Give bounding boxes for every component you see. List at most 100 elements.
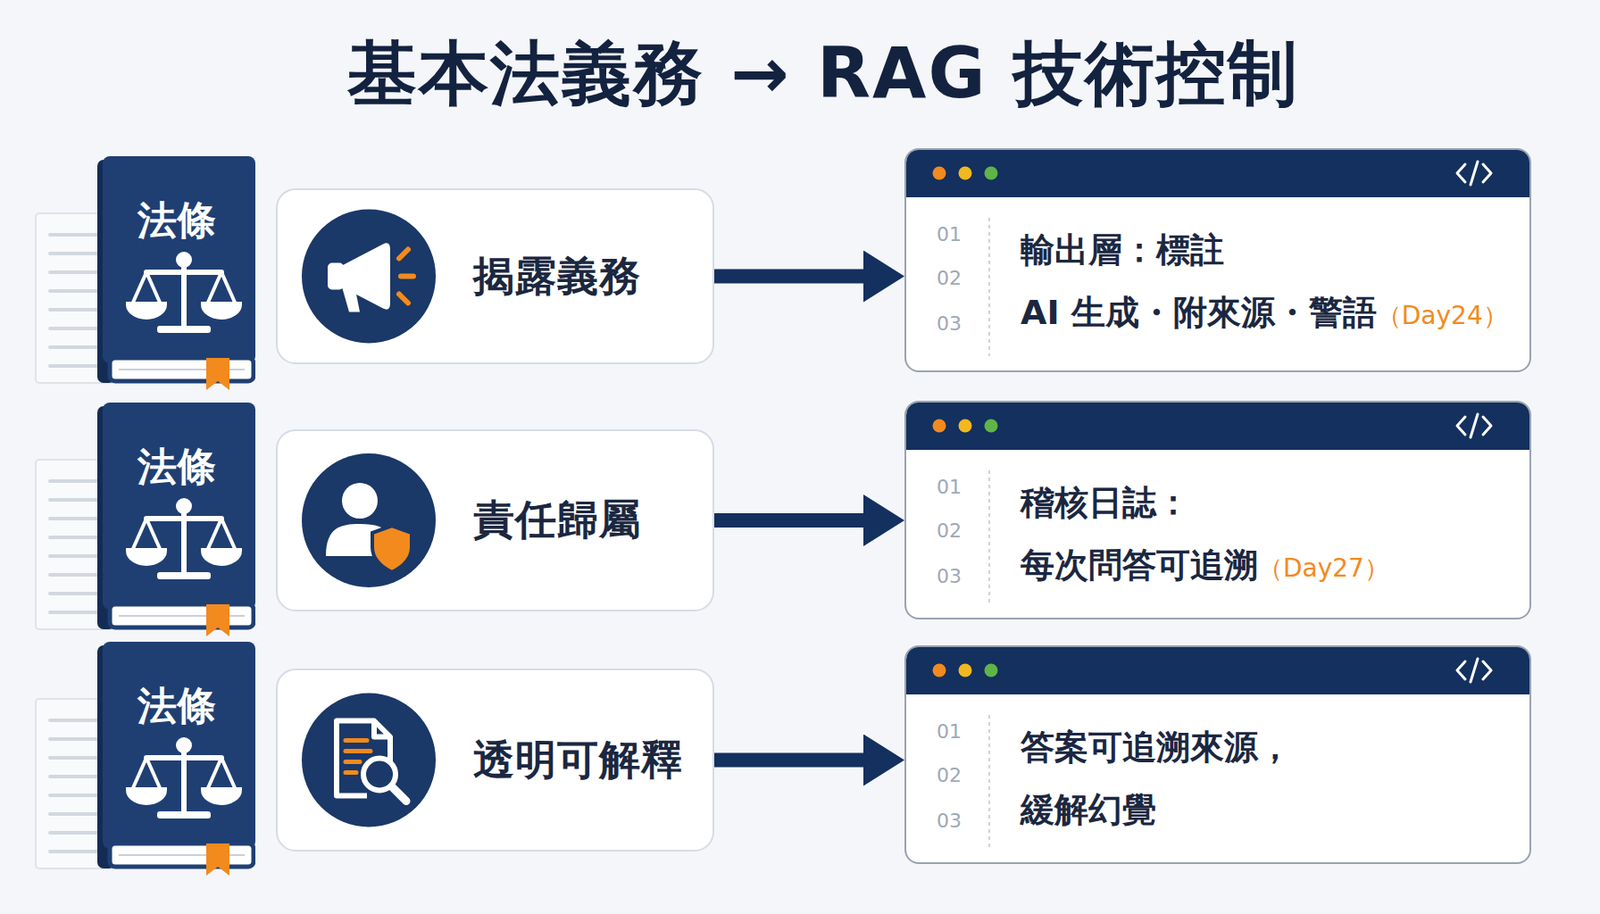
bookmark xyxy=(206,843,230,876)
line-number: 03 xyxy=(929,564,969,590)
icon-circle xyxy=(301,209,436,344)
megaphone-cap xyxy=(327,263,344,291)
day-reference: （Day27） xyxy=(1258,553,1390,584)
book-cover xyxy=(102,402,256,610)
mapping-arrow xyxy=(714,753,878,768)
code-symbol xyxy=(1457,658,1492,683)
icon-group xyxy=(301,209,436,344)
scales-pan xyxy=(203,550,240,564)
control-text: 答案可追溯來源， 緩解幻覺 xyxy=(1020,716,1307,842)
window-header xyxy=(906,402,1532,450)
control-text: 稽核日誌： xyxy=(1020,471,1521,534)
book-shape xyxy=(97,156,256,391)
icon-circle xyxy=(301,453,436,588)
icon-group xyxy=(301,693,436,828)
magnifier-handle xyxy=(391,787,407,802)
paper-line xyxy=(50,251,100,256)
book-pages xyxy=(109,604,254,628)
paper-line xyxy=(50,591,100,596)
scales-icon xyxy=(128,500,240,580)
window-dot xyxy=(984,419,999,434)
code-text: 稽核日誌： 每次問答可追溯（Day27） xyxy=(1020,471,1521,600)
scales-icon xyxy=(128,254,240,334)
window-dot xyxy=(958,419,973,434)
megaphone-handle xyxy=(341,287,360,313)
control-text: AI 生成・附來源・警語 xyxy=(1020,292,1377,333)
icon-badge xyxy=(277,190,475,363)
paper-line xyxy=(50,233,100,237)
icon-group xyxy=(301,453,436,588)
window-dot xyxy=(933,664,947,678)
scales-beam xyxy=(146,269,222,275)
window-dot xyxy=(958,166,973,181)
paper-line xyxy=(50,718,100,723)
book-shape xyxy=(97,402,256,637)
book-shape xyxy=(97,641,256,876)
paper-line xyxy=(50,498,100,502)
obligation-label: 透明可解釋 xyxy=(473,670,684,850)
book-label: 法條 xyxy=(97,681,256,732)
scales-strings xyxy=(132,518,236,551)
law-book: 法條 xyxy=(97,402,256,637)
scales-base xyxy=(157,572,211,580)
scales-strings xyxy=(132,758,236,791)
obligation-label: 責任歸屬 xyxy=(473,431,642,610)
book-pages xyxy=(109,843,254,867)
scales-pan xyxy=(203,790,240,803)
obligation-box: 揭露義務 xyxy=(275,188,715,365)
paper-line xyxy=(50,775,100,779)
scales-beam xyxy=(146,516,222,522)
paper-line xyxy=(50,345,100,350)
window-header xyxy=(906,150,1532,198)
paper-line xyxy=(50,554,100,559)
person-head xyxy=(341,483,378,519)
window-dot xyxy=(984,166,999,181)
control-text: 輸出層：標註 xyxy=(1020,218,1521,282)
paper-line xyxy=(50,308,100,312)
mapping-arrow xyxy=(714,269,878,284)
paper-line xyxy=(50,270,100,275)
scales-pan xyxy=(128,304,165,317)
bookmark xyxy=(206,358,230,391)
paper-line xyxy=(50,737,100,742)
paper-line xyxy=(50,479,100,484)
paper-line xyxy=(50,326,100,331)
obligation-label: 揭露義務 xyxy=(473,190,642,363)
code-text: 答案可追溯來源， 緩解幻覺 xyxy=(1020,716,1521,842)
obligation-box: 責任歸屬 xyxy=(275,429,715,612)
control-text: 每次問答可追溯 xyxy=(1020,545,1259,585)
scales-strings xyxy=(132,272,236,305)
line-number: 01 xyxy=(929,475,969,500)
gutter-divider xyxy=(988,715,991,849)
law-book: 法條 xyxy=(97,641,256,876)
line-number: 02 xyxy=(929,763,969,789)
line-number: 01 xyxy=(929,719,969,745)
sound-lines xyxy=(399,250,414,304)
shield-icon xyxy=(372,525,412,573)
line-number: 03 xyxy=(929,311,969,337)
code-symbol xyxy=(1457,414,1492,438)
scales-pan xyxy=(128,550,165,564)
code-window: 答案可追溯來源， 緩解幻覺 xyxy=(904,645,1532,865)
book-cover xyxy=(102,641,256,850)
window-header xyxy=(906,647,1532,695)
code-window: 輸出層：標註AI 生成・附來源・警語（Day24） xyxy=(904,148,1532,373)
paper-line xyxy=(50,516,100,521)
book-cover xyxy=(102,156,256,364)
book-pages xyxy=(109,358,254,382)
scales-base xyxy=(157,325,211,334)
window-dot xyxy=(933,419,947,434)
window-dot xyxy=(958,664,973,678)
line-number: 03 xyxy=(929,808,969,834)
paper-line xyxy=(50,793,100,798)
scales-pan xyxy=(128,790,165,803)
line-number: 02 xyxy=(929,266,969,292)
book-label: 法條 xyxy=(97,195,256,246)
code-window: 稽核日誌： 每次問答可追溯（Day27） xyxy=(904,400,1532,620)
paper-line xyxy=(50,573,100,577)
icon-circle xyxy=(301,693,436,828)
code-window-chrome xyxy=(906,402,1532,620)
paper-line xyxy=(50,812,100,817)
